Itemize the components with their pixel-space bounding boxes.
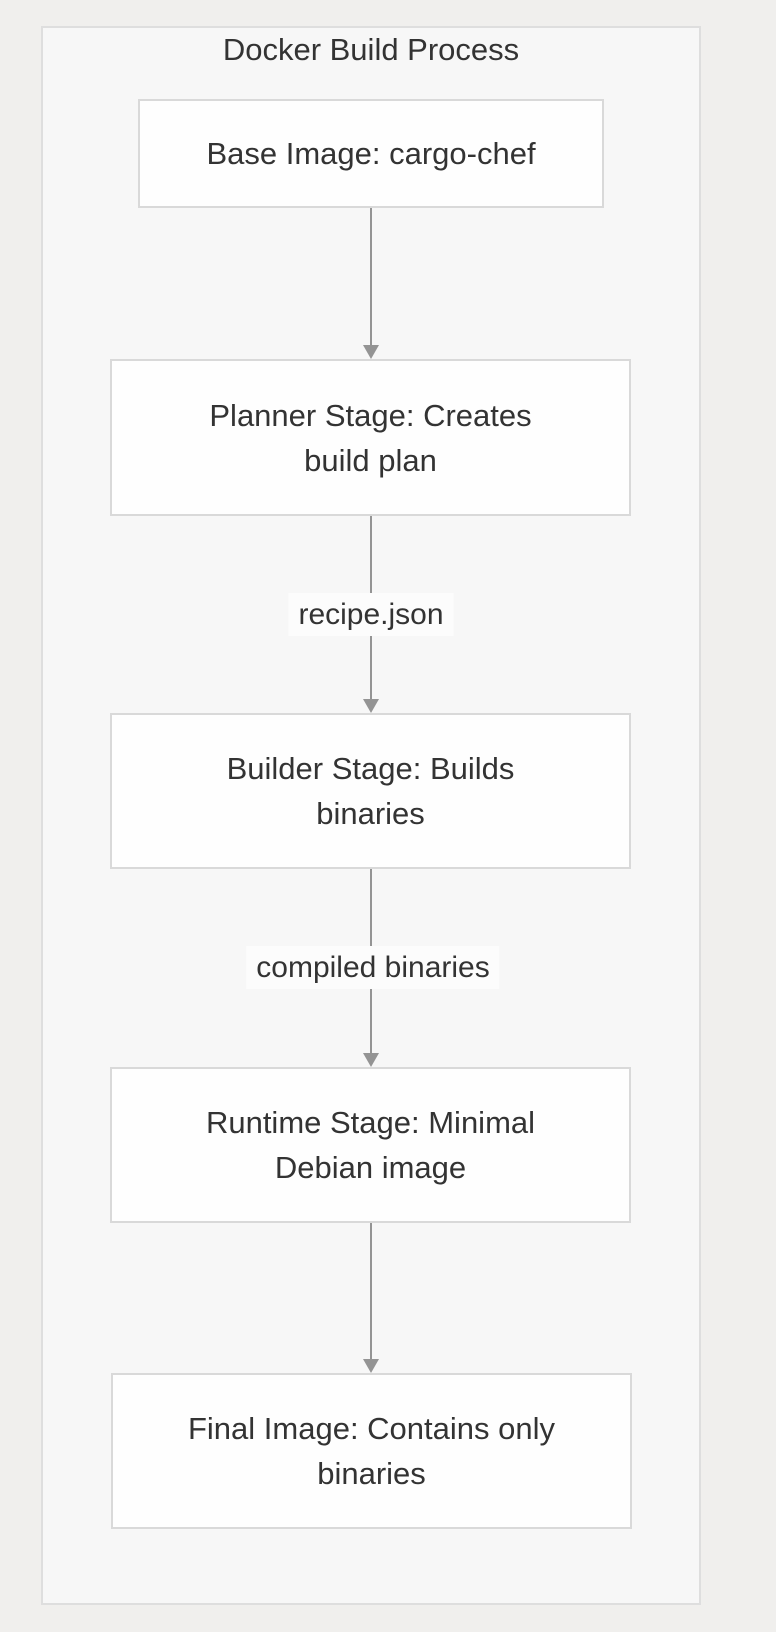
node-runtime-stage: Runtime Stage: Minimal Debian image [110, 1067, 631, 1223]
node-final-image: Final Image: Contains only binaries [111, 1373, 632, 1529]
edge-base-planner-line [370, 208, 372, 346]
node-base-image-label: Base Image: cargo-chef [206, 136, 536, 171]
edge-runtime-final-arrowhead-icon [363, 1359, 379, 1373]
node-builder-stage-label-line1: Builder Stage: Builds [226, 751, 515, 786]
node-runtime-stage-label-line1: Runtime Stage: Minimal [205, 1105, 536, 1140]
node-base-image: Base Image: cargo-chef [138, 99, 604, 208]
node-final-image-label-line1: Final Image: Contains only [187, 1411, 556, 1446]
edge-runtime-final-line [370, 1223, 372, 1359]
edge-base-planner-arrowhead-icon [363, 345, 379, 359]
edge-builder-runtime-arrowhead-icon [363, 1053, 379, 1067]
node-planner-stage: Planner Stage: Creates build plan [110, 359, 631, 516]
edge-label-compiled-binaries: compiled binaries [246, 946, 500, 989]
diagram-title: Docker Build Process [222, 32, 520, 67]
node-final-image-label-line2: binaries [317, 1456, 426, 1491]
node-planner-stage-label-line1: Planner Stage: Creates [209, 397, 532, 433]
node-runtime-stage-label-line2: Debian image [274, 1150, 467, 1185]
node-planner-stage-label-line2: build plan [304, 442, 437, 478]
node-builder-stage: Builder Stage: Builds binaries [110, 713, 631, 869]
edge-label-recipe-json: recipe.json [288, 593, 454, 636]
node-builder-stage-label-line2: binaries [316, 796, 425, 831]
edge-planner-builder-arrowhead-icon [363, 699, 379, 713]
